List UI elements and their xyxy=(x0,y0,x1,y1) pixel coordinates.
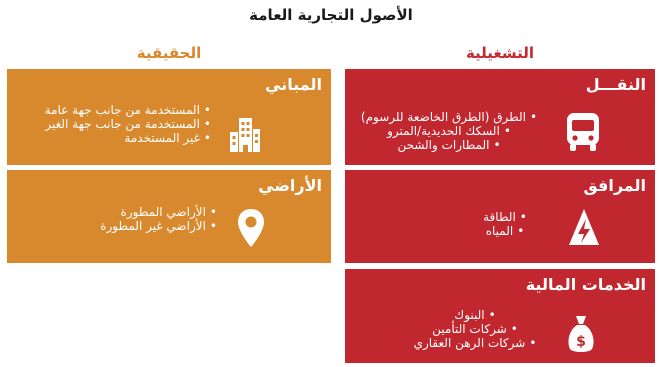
page-title: الأصول التجارية العامة xyxy=(249,6,413,24)
financial-list: البنوك شركات التأمين شركات الرهن العقاري xyxy=(395,308,555,350)
card-title: الخدمات المالية xyxy=(525,275,646,294)
card-financial-services: الخدمات المالية $ البنوك شركات التأمين ش… xyxy=(345,269,655,363)
building-icon xyxy=(229,117,261,157)
list-item: المستخدمة من جانب جهة عامة xyxy=(11,103,211,117)
list-item: شركات التأمين xyxy=(395,322,555,336)
utilities-list: الطاقة المياه xyxy=(455,210,555,238)
list-item: الطرق (الطرق الخاضعة للرسوم) xyxy=(349,110,549,124)
bus-icon xyxy=(565,111,601,157)
card-buildings: المباني المستخدمة من جانب جهة عامة المست… xyxy=(7,69,331,165)
list-item: الأراضي المطورة xyxy=(87,205,217,219)
land-list: الأراضي المطورة الأراضي غير المطورة xyxy=(87,205,217,233)
list-item: المستخدمة من جانب جهة الغير xyxy=(11,117,211,131)
card-title: المباني xyxy=(265,75,322,94)
list-item: السكك الحديدية/المترو xyxy=(349,124,549,138)
column-heading-operational: التشغيلية xyxy=(465,44,535,62)
list-item: المياه xyxy=(455,224,555,238)
list-item: البنوك xyxy=(395,308,555,322)
card-title: الأراضي xyxy=(258,176,322,195)
column-heading-real: الحقيقية xyxy=(136,44,202,62)
card-title: النقـــل xyxy=(585,75,646,94)
svg-text:$: $ xyxy=(576,334,586,350)
power-warning-icon xyxy=(568,207,600,251)
list-item: غير المستخدمة xyxy=(11,131,211,145)
buildings-list: المستخدمة من جانب جهة عامة المستخدمة من … xyxy=(11,103,211,145)
money-bag-icon: $ xyxy=(566,313,596,359)
card-land: الأراضي الأراضي المطورة الأراضي غير المط… xyxy=(7,170,331,263)
card-transport: النقـــل الطرق (الطرق الخاضعة للرسوم) ال… xyxy=(345,69,655,165)
list-item: المطارات والشحن xyxy=(349,138,549,152)
list-item: الأراضي غير المطورة xyxy=(87,219,217,233)
list-item: الطاقة xyxy=(455,210,555,224)
location-pin-icon xyxy=(237,208,265,252)
card-utilities: المرافق الطاقة المياه xyxy=(345,170,655,263)
list-item: شركات الرهن العقاري xyxy=(395,336,555,350)
transport-list: الطرق (الطرق الخاضعة للرسوم) السكك الحدي… xyxy=(349,110,549,152)
card-title: المرافق xyxy=(583,176,646,195)
